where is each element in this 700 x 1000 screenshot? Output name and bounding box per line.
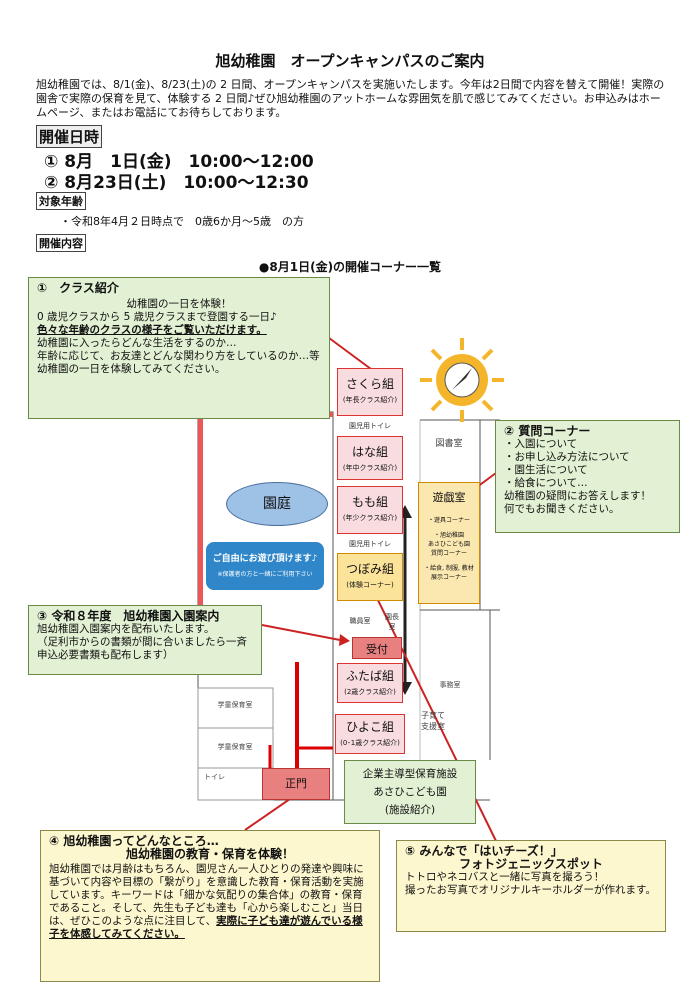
toilet-2: 園児用トイレ xyxy=(349,540,391,548)
callout1-line5: 年齢に応じて、お友達とどんな関わり方をしているのか…等 xyxy=(37,350,320,362)
callout1-line4: 幼稚園に入ったらどんな生活をするのか… xyxy=(37,337,237,349)
date-1: ① 8月 1日(金) 10:00～12:00 xyxy=(44,152,314,172)
callout4-sub: 旭幼稚園の教育・保育を体験！ xyxy=(125,847,294,861)
reception-name: 受付 xyxy=(366,643,388,656)
room-hiyoko-name: ひよこ組 xyxy=(345,720,394,734)
playroom-item-4: 質問コーナー xyxy=(430,550,467,557)
intro-text: 旭幼稚園では、8/1(金)、8/23(土)の 2 日間、オープンキャンパスを実施… xyxy=(36,78,665,119)
callout3-line2: （足利市からの書類が間に合いましたら一斉申込必要書類も配布します） xyxy=(37,636,247,661)
room-hana-sub: (年中クラス紹介) xyxy=(342,464,398,472)
callout-question-corner: ② 質問コーナー ・入園について ・お申し込み方法について ・園生活について ・… xyxy=(495,420,680,533)
callout2-item-1: ・入園について xyxy=(504,438,578,450)
callout-education: ④ 旭幼稚園ってどんなところ… 旭幼稚園の教育・保育を体験！ 旭幼稚園では月齢は… xyxy=(40,830,380,982)
room-sakura-sub: (年長クラス紹介) xyxy=(342,396,398,404)
room-hana: はな組 (年中クラス紹介) xyxy=(337,436,403,480)
callout1-line2: 0 歳児クラスから 5 歳児クラスまで登園する一日♪ xyxy=(37,311,277,323)
room-futaba: ふたば組 (2歳クラス紹介) xyxy=(337,663,403,703)
facility-line-2: あさひこども園 xyxy=(373,786,447,798)
callout5-sub: フォトジェニックスポット xyxy=(459,857,603,871)
room-hiyoko-sub: (0･1歳クラス紹介) xyxy=(340,739,400,747)
callout-admission-guide: ③ 令和８年度 旭幼稚園入園案内 旭幼稚園入園案内を配布いたします。 （足利市か… xyxy=(28,605,262,675)
callout1-line1: 幼稚園の一日を体験！ xyxy=(126,298,232,310)
library: 図書室 xyxy=(435,439,463,449)
callout1-head: ① クラス紹介 xyxy=(37,281,119,295)
garden-label: 園庭 xyxy=(263,496,291,512)
schedule-header: 開催日時 xyxy=(36,125,103,148)
callout5-head: ⑤ みんなで「はいチーズ！」 xyxy=(405,844,563,858)
playroom-title: 遊戯室 xyxy=(432,491,466,504)
content-header: 開催内容 xyxy=(36,234,86,252)
room-momo: もも組 (年少クラス紹介) xyxy=(337,486,403,534)
callout2-head: ② 質問コーナー xyxy=(504,424,591,438)
garden-note: ご自由にお遊び頂けます♪ ※保護者の方と一緒にご利用下さい xyxy=(206,542,324,590)
playroom-item-6: 展示コーナー xyxy=(430,574,467,581)
room-sakura-name: さくら組 xyxy=(345,377,394,391)
callout2-item-2: ・お申し込み方法について xyxy=(504,451,630,463)
corner-list-title: ●8月1日(金)の開催コーナー一覧 xyxy=(258,260,442,274)
room-hiyoko: ひよこ組 (0･1歳クラス紹介) xyxy=(335,714,405,754)
callout3-line1: 旭幼稚園入園案内を配布いたします。 xyxy=(37,623,215,635)
kosodate-room: 子育て支援室 xyxy=(421,711,445,731)
toilet-1: 園児用トイレ xyxy=(349,422,391,430)
toilet-3: トイレ xyxy=(204,773,225,781)
room-sakura: さくら組 (年長クラス紹介) xyxy=(337,368,403,416)
callout5-line1: トトロやネコバスと一緒に写真を撮ろう！ xyxy=(405,871,605,883)
garden-bubble: 園庭 xyxy=(226,482,328,526)
facility-line-1: 企業主導型保育施設 xyxy=(362,768,458,780)
callout-class-intro: ① クラス紹介 幼稚園の一日を体験！ 0 歳児クラスから 5 歳児クラスまで登園… xyxy=(28,277,330,419)
playroom: 遊戯室 ・遊具コーナー ・旭幼稚園 あさひこども園 質問コーナー ・給食, 制服… xyxy=(418,482,480,604)
playroom-item-5: ・給食, 制服, 教材 xyxy=(424,565,474,572)
playroom-item-2: ・旭幼稚園 xyxy=(433,532,464,539)
main-gate: 正門 xyxy=(262,768,330,800)
room-tsubomi: つぼみ組 (体験コーナー) xyxy=(337,553,403,601)
gakudo-room-1: 学童保育室 xyxy=(217,701,253,709)
callout2-line1: 幼稚園の疑問にお答えします！ xyxy=(504,490,651,502)
room-futaba-name: ふたば組 xyxy=(345,669,394,683)
callout2-item-3: ・園生活について xyxy=(504,464,588,476)
gakudo-room-2: 学童保育室 xyxy=(217,743,253,751)
room-hana-name: はな組 xyxy=(351,445,388,459)
staff-room: 職員室 xyxy=(349,617,371,625)
page-title: 旭幼稚園 オープンキャンパスのご案内 xyxy=(215,52,485,70)
garden-note-1: ご自由にお遊び頂けます♪ xyxy=(212,554,318,564)
callout4-body: 旭幼稚園では月齢はもちろん、園児さん一人ひとりの発達や興味に基づいて内容や目標の… xyxy=(49,863,364,927)
target-header: 対象年齢 xyxy=(36,192,86,210)
date-2: ② 8月23日(土) 10:00～12:30 xyxy=(44,173,309,193)
garden-note-2: ※保護者の方と一緒にご利用下さい xyxy=(217,571,313,578)
room-momo-name: もも組 xyxy=(351,495,388,509)
callout2-item-4: ・給食について… xyxy=(504,477,588,489)
callout3-head: ③ 令和８年度 旭幼稚園入園案内 xyxy=(37,609,220,623)
callout1-line6: 幼稚園の一日を体験してみてください。 xyxy=(37,363,226,375)
callout1-line3: 色々な年齢のクラスの様子をご覧いただけます。 xyxy=(37,324,267,336)
playroom-item-3: あさひこども園 xyxy=(427,541,470,548)
callout5-line2: 撮ったお写真でオリジナルキーホルダーが作れます。 xyxy=(405,884,656,896)
facility-box: 企業主導型保育施設 あさひこども園 (施設紹介) xyxy=(344,760,476,824)
jimu-room: 事務室 xyxy=(439,681,461,689)
callout-photo-spot: ⑤ みんなで「はいチーズ！」 フォトジェニックスポット トトロやネコバスと一緒に… xyxy=(396,840,666,932)
room-momo-sub: (年少クラス紹介) xyxy=(342,514,398,522)
principal-room: 園長室 xyxy=(385,613,399,631)
room-futaba-sub: (2歳クラス紹介) xyxy=(344,688,396,696)
callout4-head: ④ 旭幼稚園ってどんなところ… xyxy=(49,834,219,848)
playroom-item-1: ・遊具コーナー xyxy=(427,517,470,524)
target-age: ・令和8年4月２日時点で 0歳6か月～5歳 の方 xyxy=(60,215,304,228)
reception: 受付 xyxy=(352,637,402,659)
room-tsubomi-sub: (体験コーナー) xyxy=(346,581,394,589)
callout2-line2: 何でもお聞きください。 xyxy=(504,503,620,515)
callout4-emph: 実際に子ども達が遊んでいる様子を体感してみてください。 xyxy=(49,915,363,940)
facility-line-3: (施設紹介) xyxy=(384,804,436,816)
room-tsubomi-name: つぼみ組 xyxy=(345,562,394,576)
